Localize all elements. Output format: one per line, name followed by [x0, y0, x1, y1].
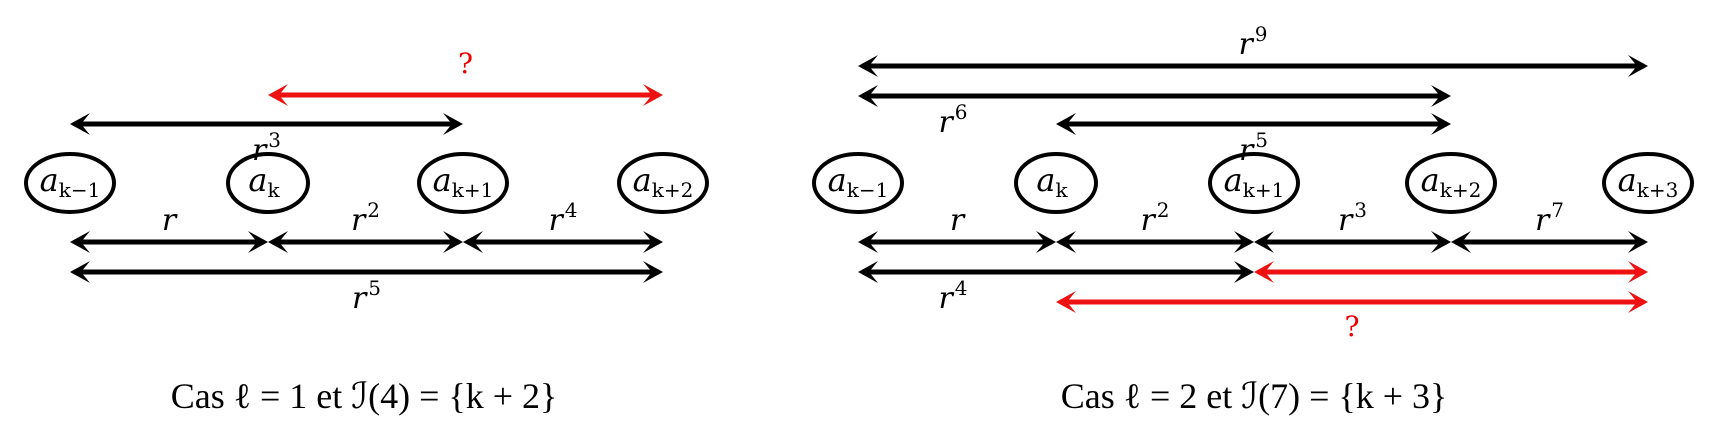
node-ellipse	[226, 152, 310, 214]
node-label: ak+3	[1618, 161, 1679, 202]
arrowhead-left	[463, 231, 483, 253]
arrowhead-left	[268, 231, 288, 253]
panel-caption: Cas ℓ = 2 et ℐ(7) = {k + 3}	[1061, 376, 1448, 416]
arrowhead-right	[643, 231, 663, 253]
arrowhead-left	[858, 85, 878, 107]
arrowhead-left	[858, 55, 878, 77]
arrowhead-right	[1431, 231, 1451, 253]
unknown-distance-arrow	[1254, 261, 1648, 283]
arrowhead-right	[1431, 85, 1451, 107]
node-kplus2: ak+2	[1405, 152, 1497, 214]
node-kminus1: ak−1	[24, 152, 116, 214]
arrowhead-right	[1234, 261, 1254, 283]
arrowhead-left	[70, 261, 90, 283]
panel-caption: Cas ℓ = 1 et ℐ(4) = {k + 2}	[171, 376, 558, 416]
node-label: ak−1	[40, 161, 101, 202]
arrowhead-right	[1234, 231, 1254, 253]
node-ellipse	[24, 152, 116, 214]
arrowhead-left	[1254, 231, 1274, 253]
node-kplus3: ak+3	[1602, 152, 1694, 214]
arrowhead-left	[70, 113, 90, 135]
distance-arrow: r	[70, 203, 268, 253]
unknown-distance-arrow: ?	[1056, 291, 1648, 343]
node-label: ak	[1036, 161, 1068, 202]
node-label: ak+2	[1421, 161, 1482, 202]
node-ellipse	[1014, 152, 1098, 214]
arrowhead-left	[1254, 261, 1274, 283]
arrowhead-right	[1036, 231, 1056, 253]
arrow-label: ?	[1344, 310, 1359, 343]
node-ellipse	[1602, 152, 1694, 214]
node-kminus1: ak−1	[812, 152, 904, 214]
node-kplus1: ak+1	[1208, 152, 1300, 214]
arrowhead-left	[858, 231, 878, 253]
arrowhead-left	[1451, 231, 1471, 253]
arrow-label: ?	[458, 47, 473, 80]
arrowhead-right	[1628, 231, 1648, 253]
arrowhead-left	[1056, 231, 1076, 253]
node-ellipse	[1208, 152, 1300, 214]
arrowhead-right	[1628, 291, 1648, 313]
node-kplus1: ak+1	[417, 152, 509, 214]
node-label: ak−1	[828, 161, 889, 202]
node-kplus2: ak+2	[617, 152, 709, 214]
arrowhead-left	[1056, 113, 1076, 135]
arrowhead-left	[268, 84, 288, 106]
unknown-distance-arrow: ?	[268, 47, 663, 106]
arrowhead-right	[248, 231, 268, 253]
arrow-label: r	[950, 203, 966, 238]
arrow-label: r	[162, 203, 178, 238]
arrowhead-right	[643, 84, 663, 106]
node-k: ak	[226, 152, 310, 214]
node-label: ak	[248, 161, 280, 202]
arrowhead-left	[1056, 291, 1076, 313]
arrowhead-right	[643, 261, 663, 283]
arrowhead-right	[443, 113, 463, 135]
node-label: ak+1	[433, 161, 494, 202]
node-label: ak+1	[1224, 161, 1285, 202]
arrowhead-right	[1628, 261, 1648, 283]
node-k: ak	[1014, 152, 1098, 214]
node-ellipse	[812, 152, 904, 214]
arrowhead-left	[858, 261, 878, 283]
arrowhead-right	[1628, 55, 1648, 77]
node-ellipse	[1405, 152, 1497, 214]
distance-arrow: r	[858, 203, 1056, 253]
arrowhead-right	[443, 231, 463, 253]
node-ellipse	[617, 152, 709, 214]
node-label: ak+2	[633, 161, 694, 202]
node-ellipse	[417, 152, 509, 214]
arrowhead-right	[1431, 113, 1451, 135]
arrowhead-left	[70, 231, 90, 253]
